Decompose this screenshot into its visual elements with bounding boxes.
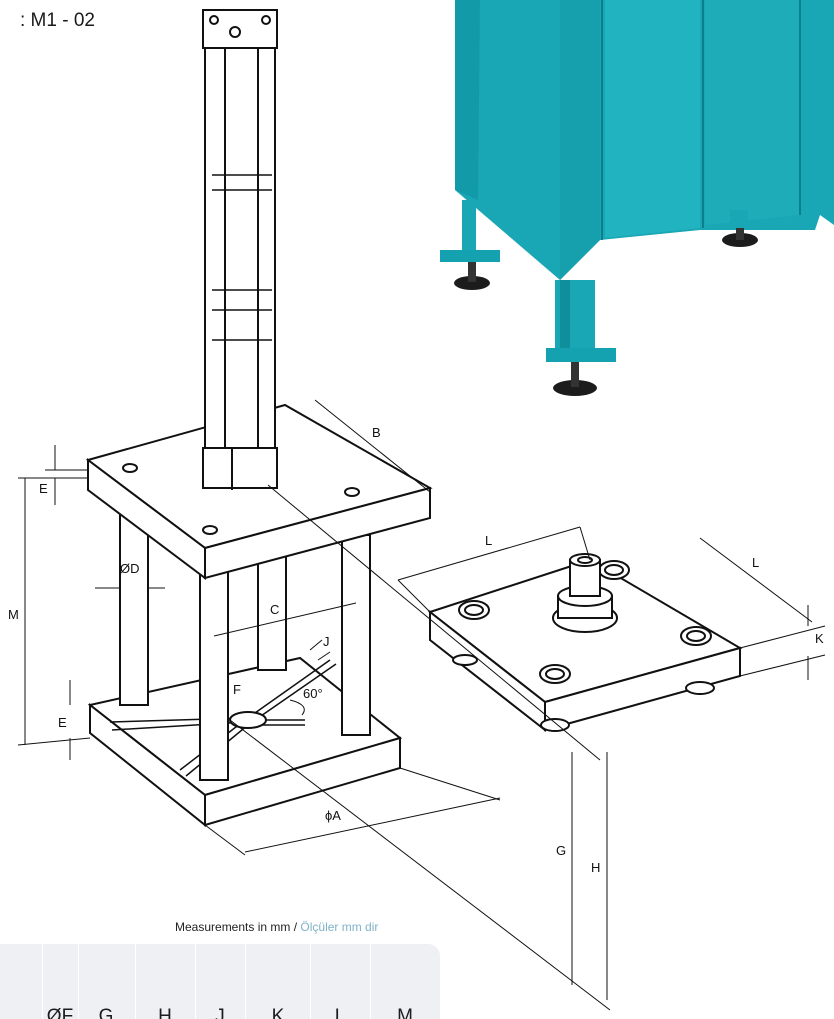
note-separator: / (290, 920, 301, 934)
table-divider (42, 944, 43, 1019)
measurement-note: Measurements in mm / Ölçüler mm dir (175, 920, 378, 934)
dim-label-l-top: L (485, 533, 492, 548)
dim-label-b: B (372, 425, 381, 440)
dimension-table: ØF G H J K L M (0, 944, 440, 1019)
dim-label-h: H (591, 860, 600, 875)
dimension-lines (17, 399, 826, 1011)
dim-label-l-side: L (752, 555, 759, 570)
table-header-cell: J (215, 1006, 225, 1019)
base-foot-detail (427, 553, 743, 733)
press-assembly (85, 9, 433, 828)
table-header-cell: K (271, 1006, 285, 1019)
note-english: Measurements in mm (175, 920, 291, 934)
table-divider (370, 944, 371, 1019)
table-divider (78, 944, 79, 1019)
table-divider (310, 944, 311, 1019)
dim-label-j: J (323, 634, 330, 649)
dim-label-c: C (270, 602, 279, 617)
dim-label-m: M (8, 607, 19, 622)
table-divider (135, 944, 136, 1019)
dim-label-e-bottom: E (58, 715, 67, 730)
table-header-cell: L (334, 1006, 346, 1019)
model-code: : M1 - 02 (20, 10, 95, 31)
dim-label-e-top: E (39, 481, 48, 496)
table-header-row: ØF G H J K L M (0, 1006, 440, 1019)
note-turkish: Ölçüler mm dir (300, 920, 379, 934)
table-header-cell: M (397, 1006, 413, 1019)
machine-photo (440, 0, 834, 396)
table-header-cell: G (98, 1006, 114, 1019)
dim-label-d: ØD (120, 561, 140, 576)
table-divider (195, 944, 196, 1019)
table-divider (245, 944, 246, 1019)
dim-label-a: ϕA (325, 808, 341, 823)
table-header-cell: ØF (46, 1006, 74, 1019)
dim-label-angle: 60° (303, 686, 323, 701)
dim-label-k: K (815, 631, 824, 646)
dim-label-f: F (233, 682, 241, 697)
dim-label-g: G (556, 843, 566, 858)
table-header-cell: H (158, 1006, 172, 1019)
